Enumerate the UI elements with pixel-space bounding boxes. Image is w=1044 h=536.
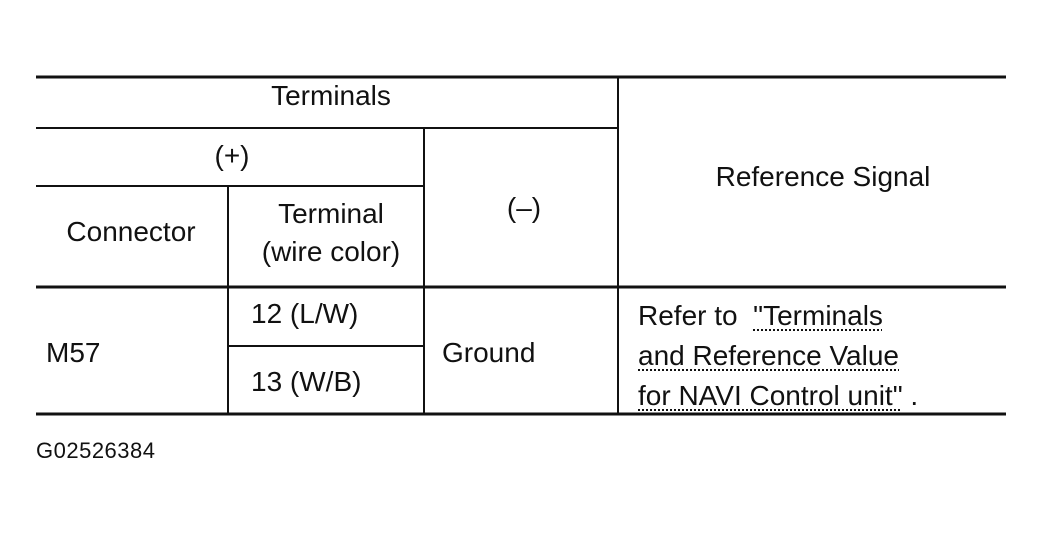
plus-header: (+) [214, 140, 250, 171]
reference-signal-value: Refer to "Terminals and Reference Value … [638, 296, 918, 416]
connector-header: Connector [66, 216, 196, 247]
reference-link-part-3[interactable]: for NAVI Control unit" [638, 380, 903, 411]
connector-value: M57 [46, 337, 101, 368]
minus-value: Ground [442, 337, 536, 368]
terminal-value-2: 13 (W/B) [251, 366, 362, 397]
reference-prefix: Refer to [638, 300, 738, 331]
reference-link-part-1[interactable]: "Terminals [753, 300, 883, 331]
reference-link-part-2[interactable]: and Reference Value [638, 340, 899, 371]
terminal-header-line1: Terminal [278, 198, 384, 229]
terminal-header-line2: (wire color) [261, 235, 401, 267]
terminal-wire-color-header: Terminal (wire color) [262, 195, 400, 271]
reference-line-2: and Reference Value [638, 336, 918, 376]
reference-signal-header: Reference Signal [715, 161, 931, 192]
minus-header: (–) [506, 192, 542, 223]
terminals-header: Terminals [271, 80, 391, 111]
figure-id: G02526384 [36, 438, 156, 463]
reference-line-3: for NAVI Control unit" . [638, 376, 918, 416]
reference-line-1: Refer to "Terminals [638, 296, 918, 336]
reference-suffix: . [910, 380, 919, 411]
terminal-value-1: 12 (L/W) [251, 298, 359, 329]
